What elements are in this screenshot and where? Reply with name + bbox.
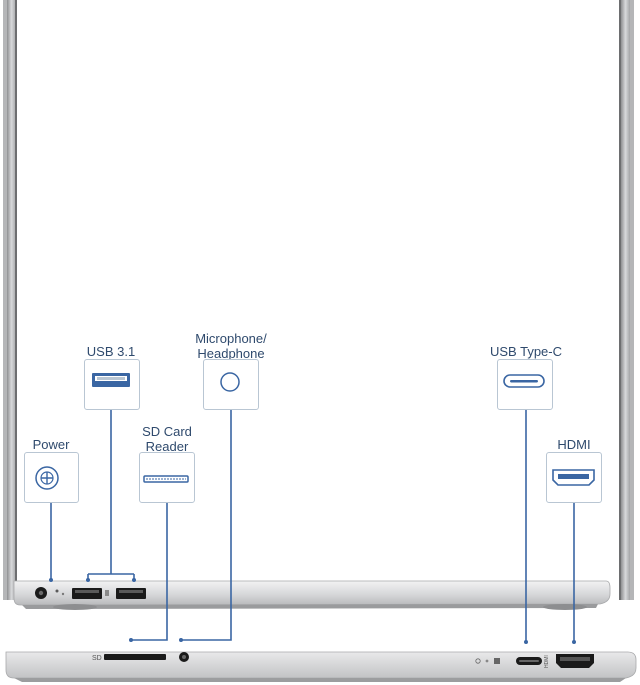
label-power: Power xyxy=(32,437,70,452)
usb-c-port-box xyxy=(497,359,553,410)
sd-card-slot-icon xyxy=(143,475,189,483)
left-side-base xyxy=(13,580,611,610)
label-usb-type-c: USB Type-C xyxy=(489,344,562,359)
usb-c-port-icon xyxy=(503,374,545,388)
label-hdmi: HDMI xyxy=(557,437,591,452)
usb31-port-box xyxy=(84,359,140,410)
label-usb31: USB 3.1 xyxy=(86,344,136,359)
sd-card-port-box xyxy=(139,452,195,503)
hdmi-port-box xyxy=(546,452,602,503)
hdmi-port-icon xyxy=(552,469,595,486)
lid-left-edge xyxy=(3,0,17,600)
callout-dot-power xyxy=(49,578,53,582)
lid-right-edge xyxy=(619,0,634,600)
callout-line-mic xyxy=(181,410,232,641)
power-jack-icon xyxy=(35,466,59,490)
chassis-hdmi-mark: HDMI xyxy=(544,655,550,668)
callout-line-sd xyxy=(131,503,168,641)
usb-a-port-icon xyxy=(92,373,130,387)
label-microphone-headphone: Microphone/ Headphone xyxy=(195,331,267,361)
callout-lines xyxy=(49,410,576,644)
label-sd-card-reader: SD Card Reader xyxy=(142,424,192,454)
chassis-sd-mark: SD xyxy=(92,655,102,662)
right-side-base xyxy=(5,651,637,682)
audio-jack-port-box xyxy=(203,359,259,410)
audio-jack-icon xyxy=(220,372,240,392)
power-port-box xyxy=(24,452,79,503)
callout-line-usb31 xyxy=(87,410,135,580)
